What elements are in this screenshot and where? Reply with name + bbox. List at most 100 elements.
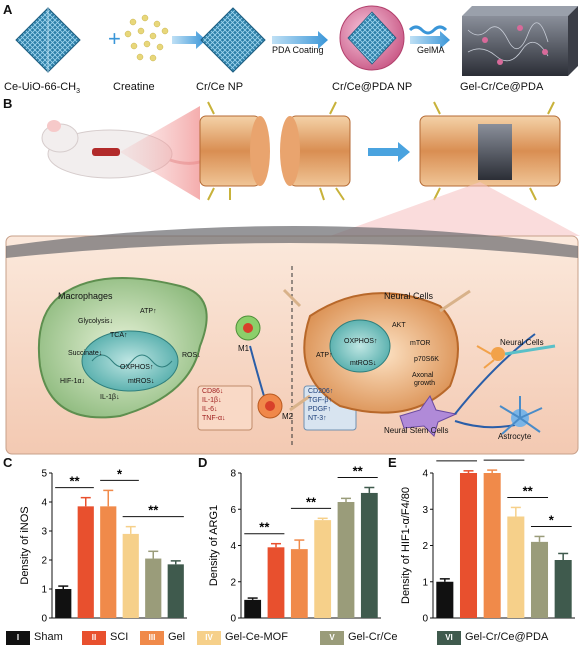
plus-sign: +: [108, 26, 121, 51]
m2-label: M2: [282, 412, 293, 421]
mof-octahedron-icon: [16, 8, 80, 72]
label-pda-np: Cr/Ce@PDA NP: [332, 81, 412, 93]
y-tick-label: 6: [230, 505, 236, 516]
significance-label: **: [499, 455, 510, 461]
significance-label: *: [117, 466, 123, 481]
m2-pro-list: CD86↓IL-1β↓IL-6↓TNF-α↓: [202, 387, 226, 423]
significance-label: **: [69, 474, 80, 489]
macro-ros: ROS↓: [182, 352, 201, 359]
label-creatine: Creatine: [113, 81, 155, 93]
bar: [314, 520, 331, 618]
bar: [436, 582, 453, 618]
neural-mtor: mTOR: [410, 340, 430, 347]
m2-anti-list: CD206↑TGF-β↑PDGF↑NT-3↑: [308, 387, 333, 423]
y-tick-label: 2: [230, 577, 236, 588]
legend-label: Gel-Cr/Ce@PDA: [465, 631, 548, 643]
macro-oxphos: OXPHOS↑: [120, 364, 153, 371]
macro-succinate: Succinate↓: [68, 350, 102, 357]
nsc-label: Neural Stem Cells: [384, 426, 448, 435]
y-tick-label: 1: [41, 585, 47, 596]
legend-label: Gel-Cr/Ce: [348, 631, 398, 643]
y-tick-label: 4: [230, 541, 236, 552]
neural-axonal: Axonal: [412, 372, 433, 379]
legend-swatch: IV: [197, 631, 221, 645]
significance-label: **: [452, 455, 463, 462]
macro-il1b: IL-1β↓: [100, 394, 120, 401]
legend-label: Sham: [34, 631, 63, 643]
bar: [460, 473, 477, 618]
legend: IShamIISCIIIIGelIVGel-Ce-MOFVGel-Cr/CeVI…: [0, 628, 583, 650]
bar: [555, 560, 572, 618]
m1-cell-icon: [236, 316, 260, 340]
significance-label: **: [306, 494, 317, 509]
gel-cube-icon: [462, 6, 578, 76]
y-tick-label: 5: [41, 469, 47, 480]
legend-label: Gel-Ce-MOF: [225, 631, 288, 643]
bar: [338, 502, 355, 618]
astrocyte-label: Astrocyte: [498, 432, 531, 441]
neural-growth: growth: [414, 380, 435, 387]
legend-swatch: V: [320, 631, 344, 645]
bar: [268, 547, 285, 618]
y-tick-label: 4: [422, 469, 428, 480]
y-tick-label: 0: [41, 614, 47, 625]
creatine-dots-icon: [125, 15, 168, 61]
neural-p70: p70S6K: [414, 356, 439, 363]
bar: [145, 559, 161, 618]
label-np: Cr/Ce NP: [196, 81, 243, 93]
legend-swatch: III: [140, 631, 164, 645]
significance-label: **: [523, 483, 534, 498]
bar: [507, 517, 524, 619]
macro-tca: TCA↑: [110, 332, 128, 339]
macro-mtros: mtROS↓: [128, 378, 154, 385]
bar: [168, 564, 184, 618]
y-axis-label: Density of ARG1: [208, 505, 220, 586]
y-axis-label: Density of HIF1-α/F4/80: [400, 487, 412, 604]
panel-b-schematic: [0, 96, 583, 458]
legend-swatch: II: [82, 631, 106, 645]
bar: [291, 549, 308, 618]
label-gel: Gel-Cr/Ce@PDA: [460, 81, 543, 93]
legend-label: SCI: [110, 631, 128, 643]
bar: [244, 600, 261, 618]
chart-e: 01234Density of HIF1-α/F4/80*******: [387, 455, 583, 635]
neural-cells-title: Neural Cells: [384, 291, 433, 301]
m2-cell-icon: [258, 394, 282, 418]
significance-label: **: [148, 503, 159, 518]
neural-oxphos: OXPHOS↑: [344, 338, 377, 345]
y-axis-label: Density of iNOS: [19, 506, 31, 584]
significance-label: **: [353, 464, 364, 479]
label-pda-coating: PDA Coating: [272, 45, 324, 55]
significance-label: *: [549, 512, 555, 527]
macro-hif: HIF-1α↓: [60, 378, 85, 385]
y-tick-label: 1: [422, 577, 428, 588]
neural-akt: AKT: [392, 322, 406, 329]
pda-np-sphere-icon: [340, 6, 404, 70]
bar: [100, 506, 116, 618]
y-tick-label: 0: [422, 614, 428, 625]
neural-atp: ATP↑: [316, 352, 333, 359]
neuron-label: Neural Cells: [500, 338, 544, 347]
bar: [78, 506, 94, 618]
legend-label: Gel: [168, 631, 185, 643]
bar: [484, 473, 501, 618]
label-mof: Ce-UiO-66-CH3: [4, 81, 80, 95]
y-tick-label: 2: [422, 541, 428, 552]
y-tick-label: 4: [41, 498, 47, 509]
bar: [123, 534, 139, 618]
macro-atp: ATP↑: [140, 308, 157, 315]
arrow-repair-icon: [368, 142, 410, 162]
legend-swatch: I: [6, 631, 30, 645]
bar: [531, 542, 548, 618]
y-tick-label: 8: [230, 469, 236, 480]
macro-glycolysis: Glycolysis↓: [78, 318, 113, 325]
zoom-beam: [120, 106, 200, 200]
injured-cord-icon: [200, 102, 350, 200]
m1-label: M1: [238, 344, 249, 353]
bar: [361, 493, 378, 618]
macrophages-title: Macrophages: [58, 291, 113, 301]
np-octahedron-icon: [201, 8, 265, 72]
y-tick-label: 3: [422, 505, 428, 516]
